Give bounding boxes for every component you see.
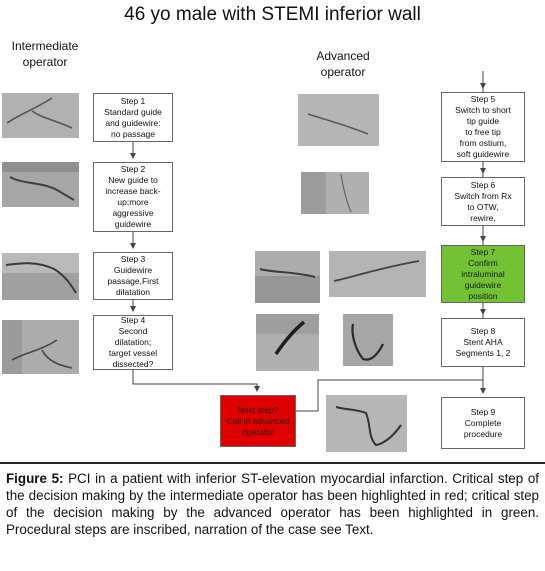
angiogram-image-7 — [255, 251, 320, 303]
step-1-box: Step 1 Standard guide and guidewire: no … — [93, 93, 173, 142]
angiogram-image-8 — [329, 251, 426, 297]
figure-caption-label: Figure 5: — [6, 471, 64, 486]
angiogram-image-2 — [2, 162, 79, 207]
angiogram-image-6 — [301, 172, 369, 214]
step-9-box: Step 9 Complete procedure — [441, 397, 525, 449]
step-4-box: Step 4 Second dilatation; target vessel … — [93, 315, 173, 370]
step-7-box-critical: Step 7 Confirm intraluminal guidewire po… — [441, 245, 525, 303]
step-3-box: Step 3 Guidewire passage,First dilatatio… — [93, 252, 173, 300]
step-2-box: Step 2 New guide to increase back- up;mo… — [93, 162, 173, 232]
figure-caption-text: PCI in a patient with inferior ST-elevat… — [6, 471, 539, 537]
angiogram-image-11 — [326, 395, 407, 452]
advanced-operator-header: Advanced operator — [316, 49, 370, 79]
next-step-box-critical: Next step? Call in advanced operator — [220, 395, 296, 447]
angiogram-image-9 — [256, 314, 319, 371]
angiogram-image-4 — [2, 320, 79, 374]
angiogram-image-5 — [298, 94, 379, 146]
intermediate-operator-header: Intermediate operator — [11, 39, 79, 69]
arrow-step4-next — [132, 370, 260, 392]
step-5-box: Step 5 Switch to short tip guide to free… — [441, 92, 525, 162]
step-8-box: Step 8 Stent AHA Segments 1, 2 — [441, 318, 525, 367]
angiogram-image-1 — [2, 93, 79, 138]
arrow-next-step5 — [296, 71, 486, 412]
angiogram-image-10 — [343, 314, 393, 366]
diagram-title: 46 yo male with STEMI inferior wall — [124, 4, 421, 25]
step-6-box: Step 6 Switch from Rx to OTW, rewire, — [441, 177, 525, 226]
angiogram-image-3 — [2, 253, 79, 300]
figure-caption: Figure 5: PCI in a patient with inferior… — [0, 462, 545, 571]
